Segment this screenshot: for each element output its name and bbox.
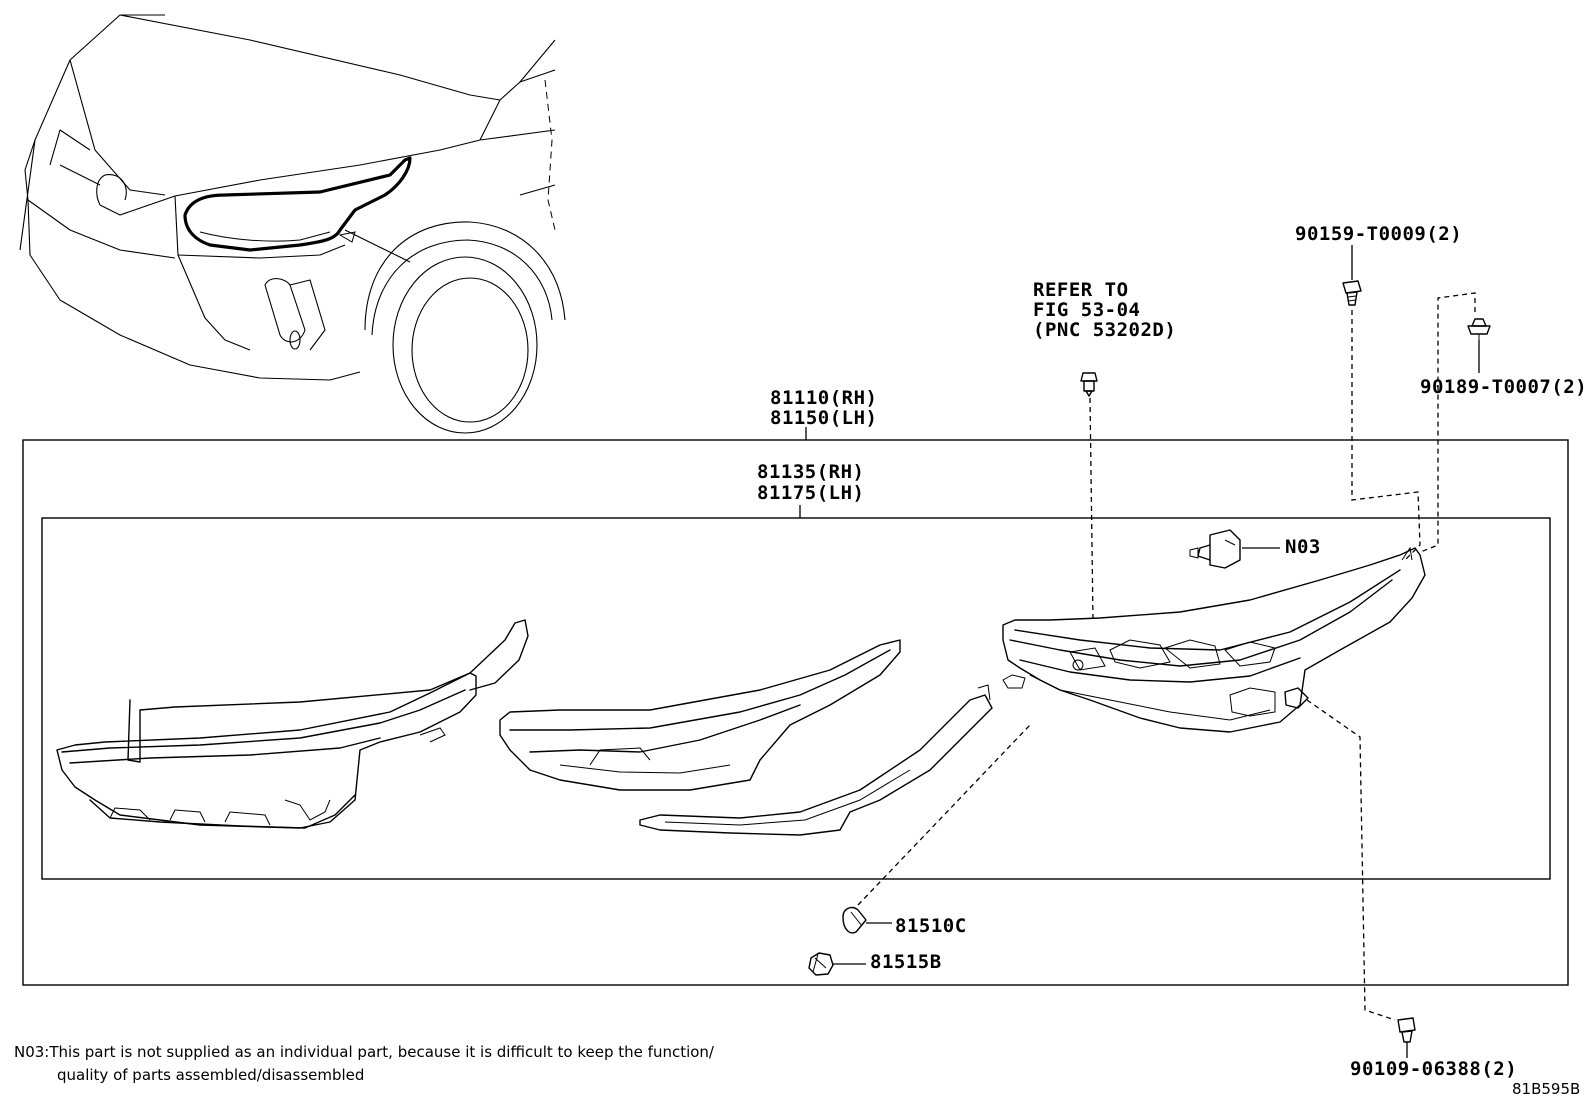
screw-top-icon xyxy=(1342,280,1362,306)
refer-screw-icon xyxy=(1080,372,1098,397)
refer-to-label: REFER TO xyxy=(1033,279,1129,301)
bulb-icon xyxy=(842,906,867,934)
leveling-motor-icon xyxy=(1189,529,1241,569)
assembly-rh-label: 81110(RH) xyxy=(770,387,877,409)
headlamp-trim-strip xyxy=(639,684,993,836)
footnote-line-1: N03:This part is not supplied as an indi… xyxy=(14,1043,715,1061)
clip-part-number: 90189-T0007(2) xyxy=(1420,376,1587,398)
socket-icon xyxy=(808,952,834,976)
headlamp-lens xyxy=(499,639,901,791)
assembly-lh-label: 81150(LH) xyxy=(770,407,877,429)
unit-rh-label: 81135(RH) xyxy=(757,461,864,483)
assembly-outline-box xyxy=(22,439,1569,986)
refer-fig-label: FIG 53-04 xyxy=(1033,299,1140,321)
refer-pnc-label: (PNC 53202D) xyxy=(1033,319,1176,341)
headlamp-housing xyxy=(56,619,529,829)
bulb-part-number: 81510C xyxy=(895,915,967,937)
figure-code: 81B595B xyxy=(1512,1080,1580,1098)
screw-top-part-number: 90159-T0009(2) xyxy=(1295,223,1462,245)
clip-icon xyxy=(1467,318,1491,340)
screw-bottom-icon xyxy=(1397,1017,1416,1043)
headlamp-unit xyxy=(1002,546,1426,733)
socket-part-number: 81515B xyxy=(870,951,942,973)
n03-part-label: N03 xyxy=(1285,536,1321,558)
screw-bottom-part-number: 90109-06388(2) xyxy=(1350,1058,1517,1080)
unit-lh-label: 81175(LH) xyxy=(757,482,864,504)
vehicle-front-illustration xyxy=(19,14,566,434)
footnote-line-2: quality of parts assembled/disassembled xyxy=(57,1066,364,1084)
unit-outline-box xyxy=(41,517,1551,880)
